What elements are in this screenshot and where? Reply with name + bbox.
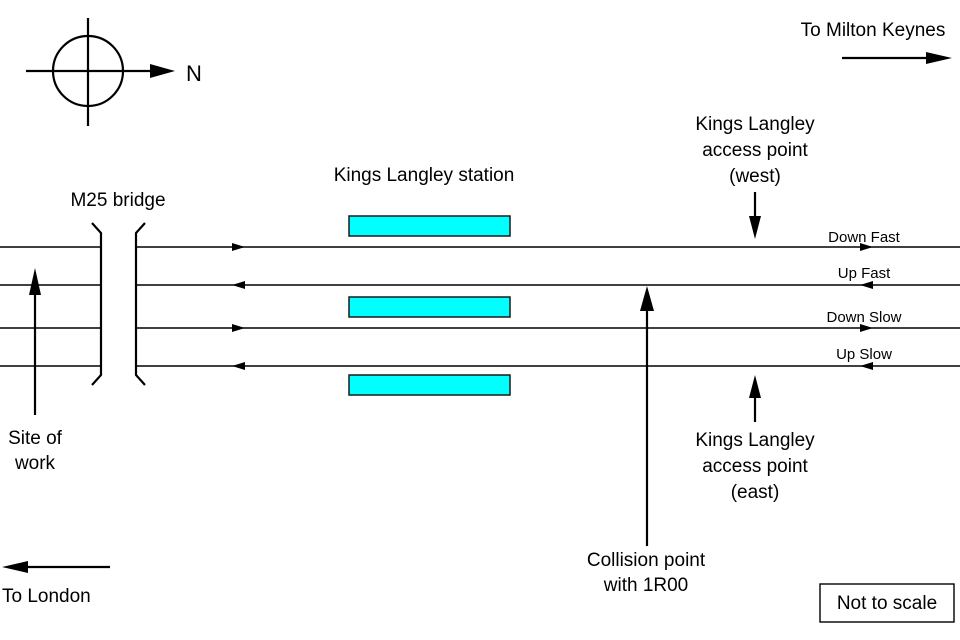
direction-milton-keynes: To Milton Keynes [801, 20, 952, 64]
up-arrow-icon [640, 286, 654, 311]
track-label-up-slow: Up Slow [836, 346, 892, 363]
bridge-right-parapet [134, 222, 146, 386]
station-label: Kings Langley station [334, 165, 515, 186]
compass: N [26, 18, 202, 126]
access-west-label-line3: (west) [729, 166, 781, 187]
down-fast-direction-arrow-icon [232, 243, 245, 251]
down-arrow-icon [749, 216, 761, 239]
site-of-work-label-line1: Site of [8, 428, 63, 449]
track-label-down-slow: Down Slow [826, 309, 901, 326]
track-label-up-fast: Up Fast [838, 265, 891, 282]
scale-note-label: Not to scale [837, 593, 937, 614]
tracks: Down Fast Up Fast Down Slow Up Slow [0, 229, 960, 370]
collision-label-line2: with 1R00 [603, 575, 689, 596]
access-west-label-line2: access point [702, 140, 808, 161]
access-west-label-line1: Kings Langley [695, 114, 815, 135]
access-east-label-line3: (east) [731, 482, 780, 503]
down-slow-direction-arrow-icon-east [860, 324, 873, 332]
bridge-left-parapet [91, 222, 103, 386]
direction-london: To London [2, 561, 110, 607]
up-fast-direction-arrow-icon-east [860, 281, 873, 289]
site-of-work-label-line2: work [14, 453, 56, 474]
scale-note: Not to scale [819, 583, 955, 623]
platform-3 [348, 374, 511, 396]
scale-note-box [819, 583, 955, 623]
site-of-work: Site of work [8, 268, 63, 474]
north-arrow-icon [150, 64, 175, 78]
collision-point: Collision point with 1R00 [587, 286, 706, 596]
kings-langley-station: Kings Langley station [334, 165, 515, 396]
m25-bridge: M25 bridge [70, 190, 166, 386]
up-fast-direction-arrow-icon [232, 281, 245, 289]
access-east-label-line1: Kings Langley [695, 430, 815, 451]
m25-bridge-label: M25 bridge [70, 190, 165, 211]
access-point-west: Kings Langley access point (west) [695, 114, 815, 239]
left-arrow-icon [2, 561, 28, 573]
to-milton-keynes-label: To Milton Keynes [801, 20, 946, 41]
access-east-label-line2: access point [702, 456, 808, 477]
platform-1 [348, 215, 511, 237]
access-point-east: Kings Langley access point (east) [695, 375, 815, 503]
up-slow-direction-arrow-icon [232, 362, 245, 370]
right-arrow-icon [926, 52, 952, 64]
up-arrow-icon [749, 375, 761, 398]
down-fast-direction-arrow-icon-east [860, 243, 873, 251]
down-slow-direction-arrow-icon [232, 324, 245, 332]
track-label-down-fast: Down Fast [828, 229, 901, 246]
to-london-label: To London [2, 586, 91, 607]
up-slow-direction-arrow-icon-east [860, 362, 873, 370]
north-label: N [186, 61, 202, 86]
collision-label-line1: Collision point [587, 550, 706, 571]
up-arrow-icon [29, 268, 41, 295]
platform-2 [348, 296, 511, 318]
